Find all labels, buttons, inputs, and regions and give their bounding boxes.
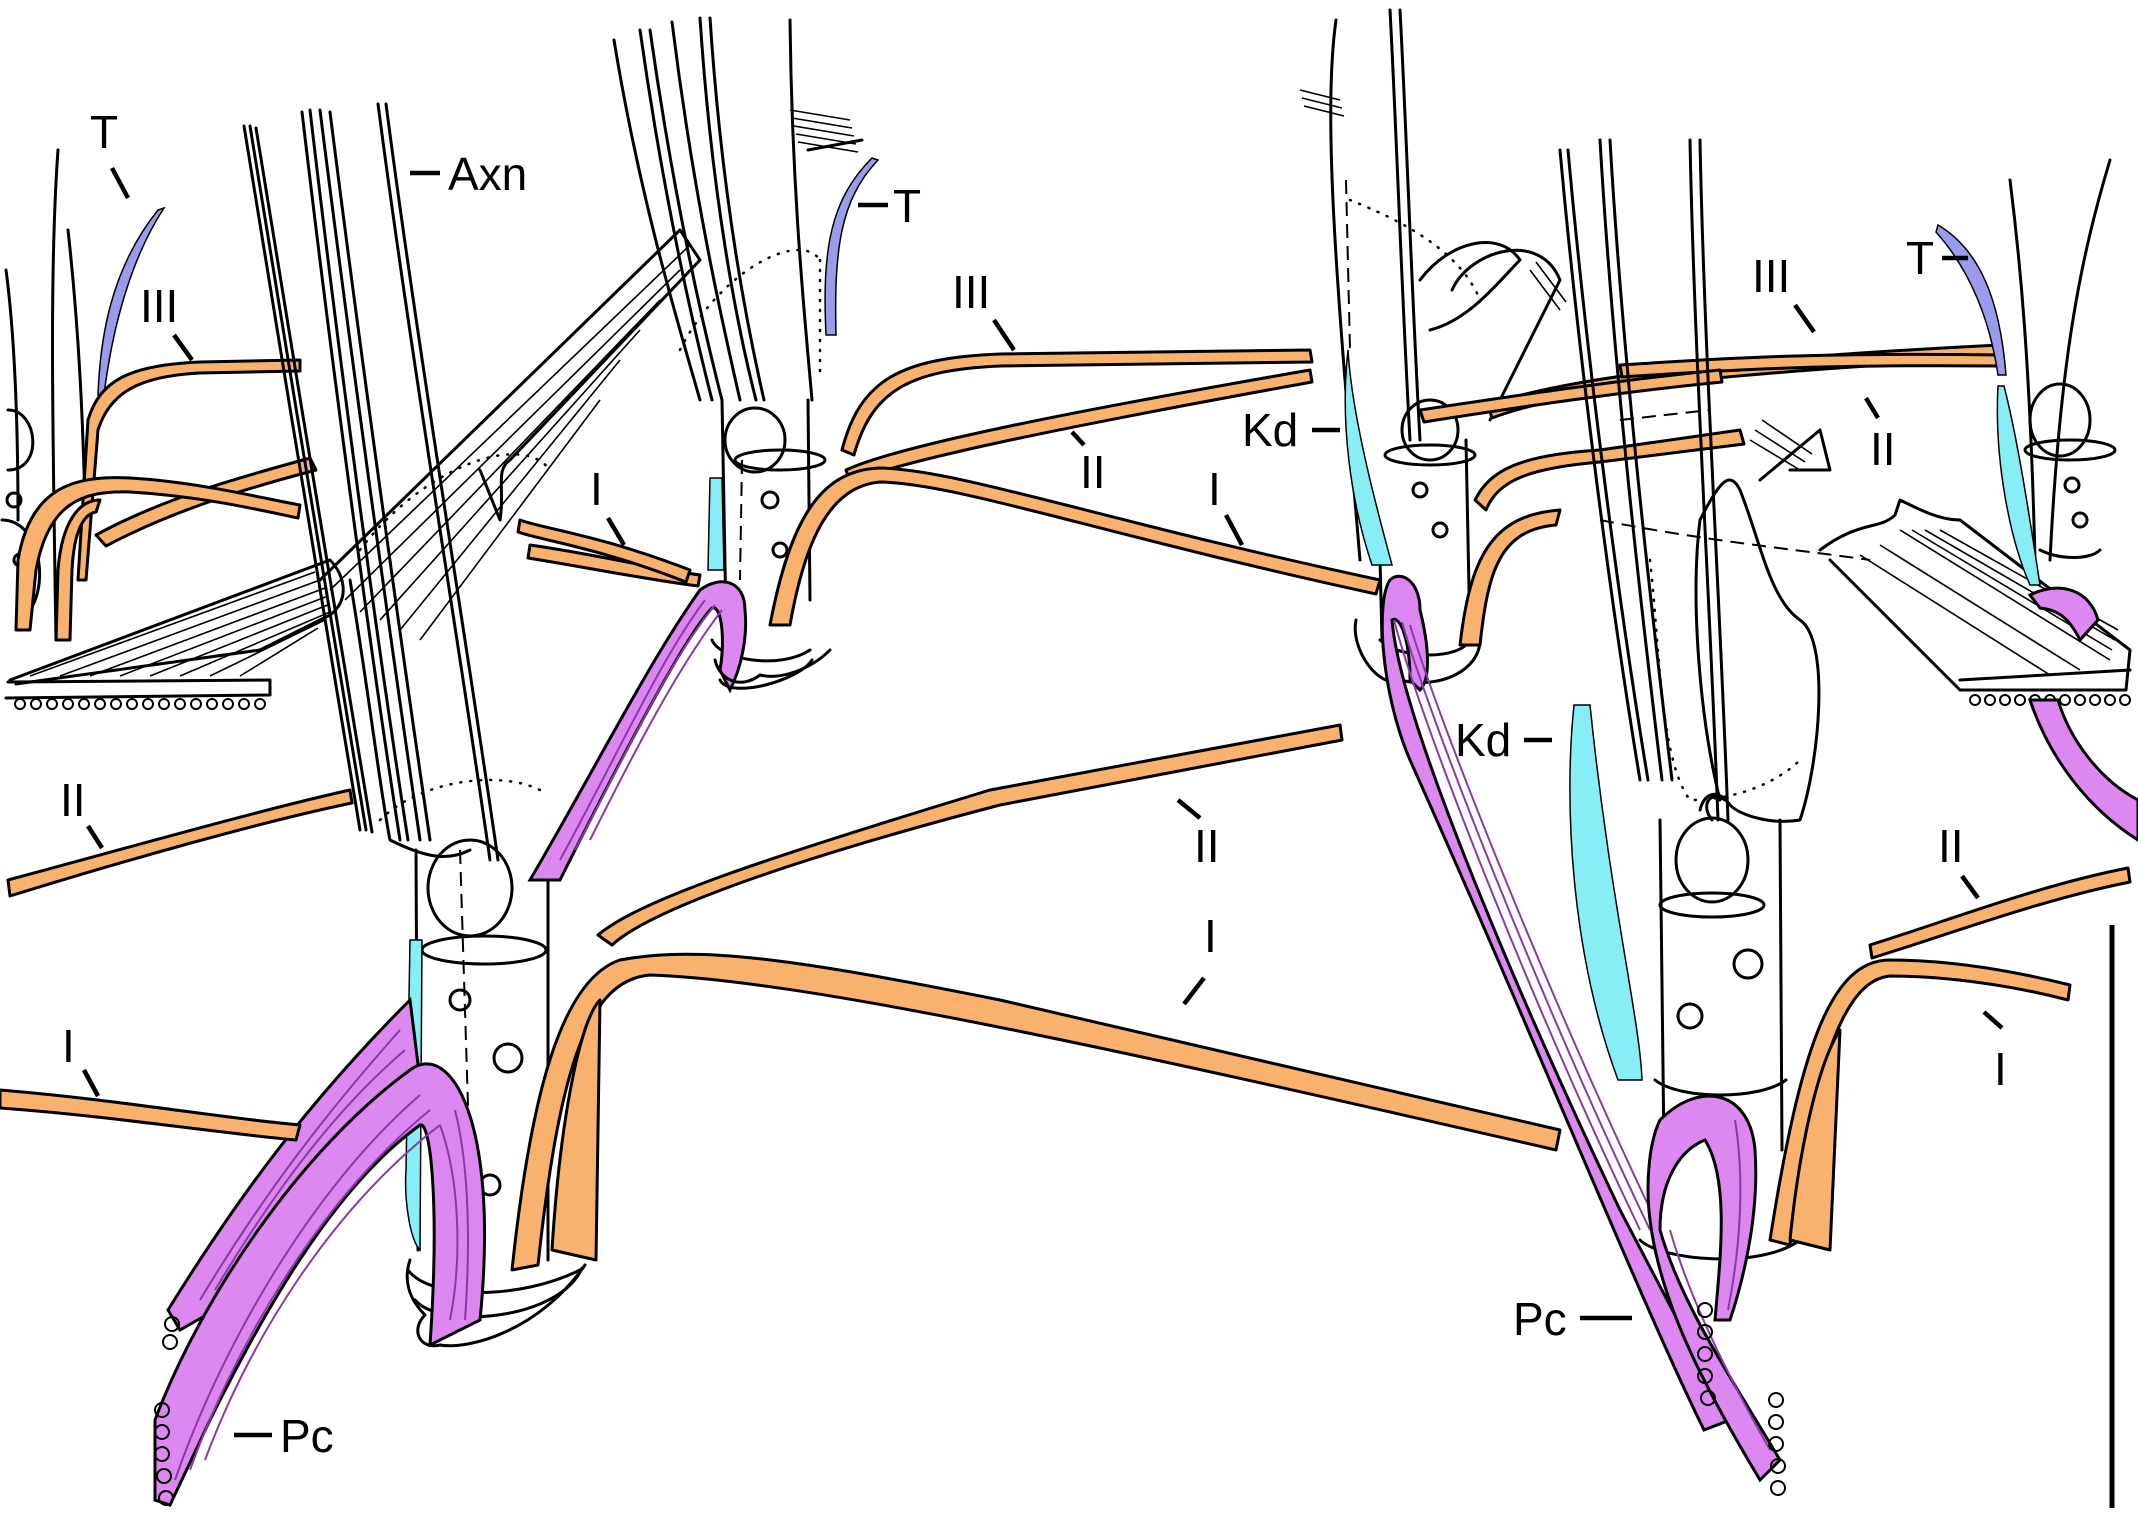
kinetodesmal-fibre-upper [1344, 349, 1393, 566]
labels: T Axn T III III III T Kd II II I I [60, 106, 2007, 1462]
basal-body-center [516, 16, 1382, 882]
label-i-center-upper: I [1208, 463, 1221, 515]
label-iii-right: III [1752, 250, 1790, 302]
label-t-center: T [893, 180, 921, 232]
label-kd-upper: Kd [1242, 404, 1298, 456]
microtubular-roots-left-lower [0, 788, 354, 1142]
label-i-right-lower: I [1994, 1043, 2007, 1095]
microtubular-roots-right-lower [1768, 866, 2132, 1252]
label-ii-center-mid: II [1194, 820, 1220, 872]
label-ii-right-upper: II [1870, 423, 1896, 475]
transverse-ribbon-right [1935, 223, 2007, 376]
microtubular-roots-right-upper [1418, 343, 2004, 647]
basal-body-right [1558, 138, 2132, 1261]
label-pc-left: Pc [280, 1410, 334, 1462]
kinetodesmal-fibre-right [1996, 385, 2041, 586]
transverse-ribbon-left [97, 206, 166, 396]
postciliary-fibre-right [1380, 574, 1733, 1432]
kinetodesmal-fibre-lower [1569, 704, 1643, 1081]
label-axn: Axn [448, 148, 527, 200]
basal-body-far-right [1935, 158, 2138, 842]
fibre-ends-left [14, 698, 266, 710]
label-iii-center: III [952, 266, 990, 318]
kinetodesmal-fibre-center [707, 477, 725, 571]
label-i-left-lower: I [62, 1020, 75, 1072]
postciliary-fibre-right-lower [1646, 1094, 1786, 1496]
label-ii-right-lower: II [1938, 820, 1964, 872]
basal-body-right-top [1299, 8, 1567, 685]
label-t-left: T [90, 106, 118, 158]
label-i-left-upper: I [590, 463, 603, 515]
postciliary-fibre-left [153, 996, 487, 1507]
label-iii-left: III [140, 280, 178, 332]
label-ii-left-mid: II [60, 774, 86, 826]
label-i-center-lower: I [1204, 910, 1217, 962]
transverse-ribbon-center [824, 157, 880, 336]
label-pc-right: Pc [1513, 1293, 1567, 1345]
microtubular-roots-left-upper [14, 358, 702, 642]
label-ii-center-upper: II [1080, 446, 1106, 498]
label-t-right: T [1906, 232, 1934, 284]
label-kd-lower: Kd [1455, 714, 1511, 766]
microtubular-roots-center [510, 723, 1562, 1272]
